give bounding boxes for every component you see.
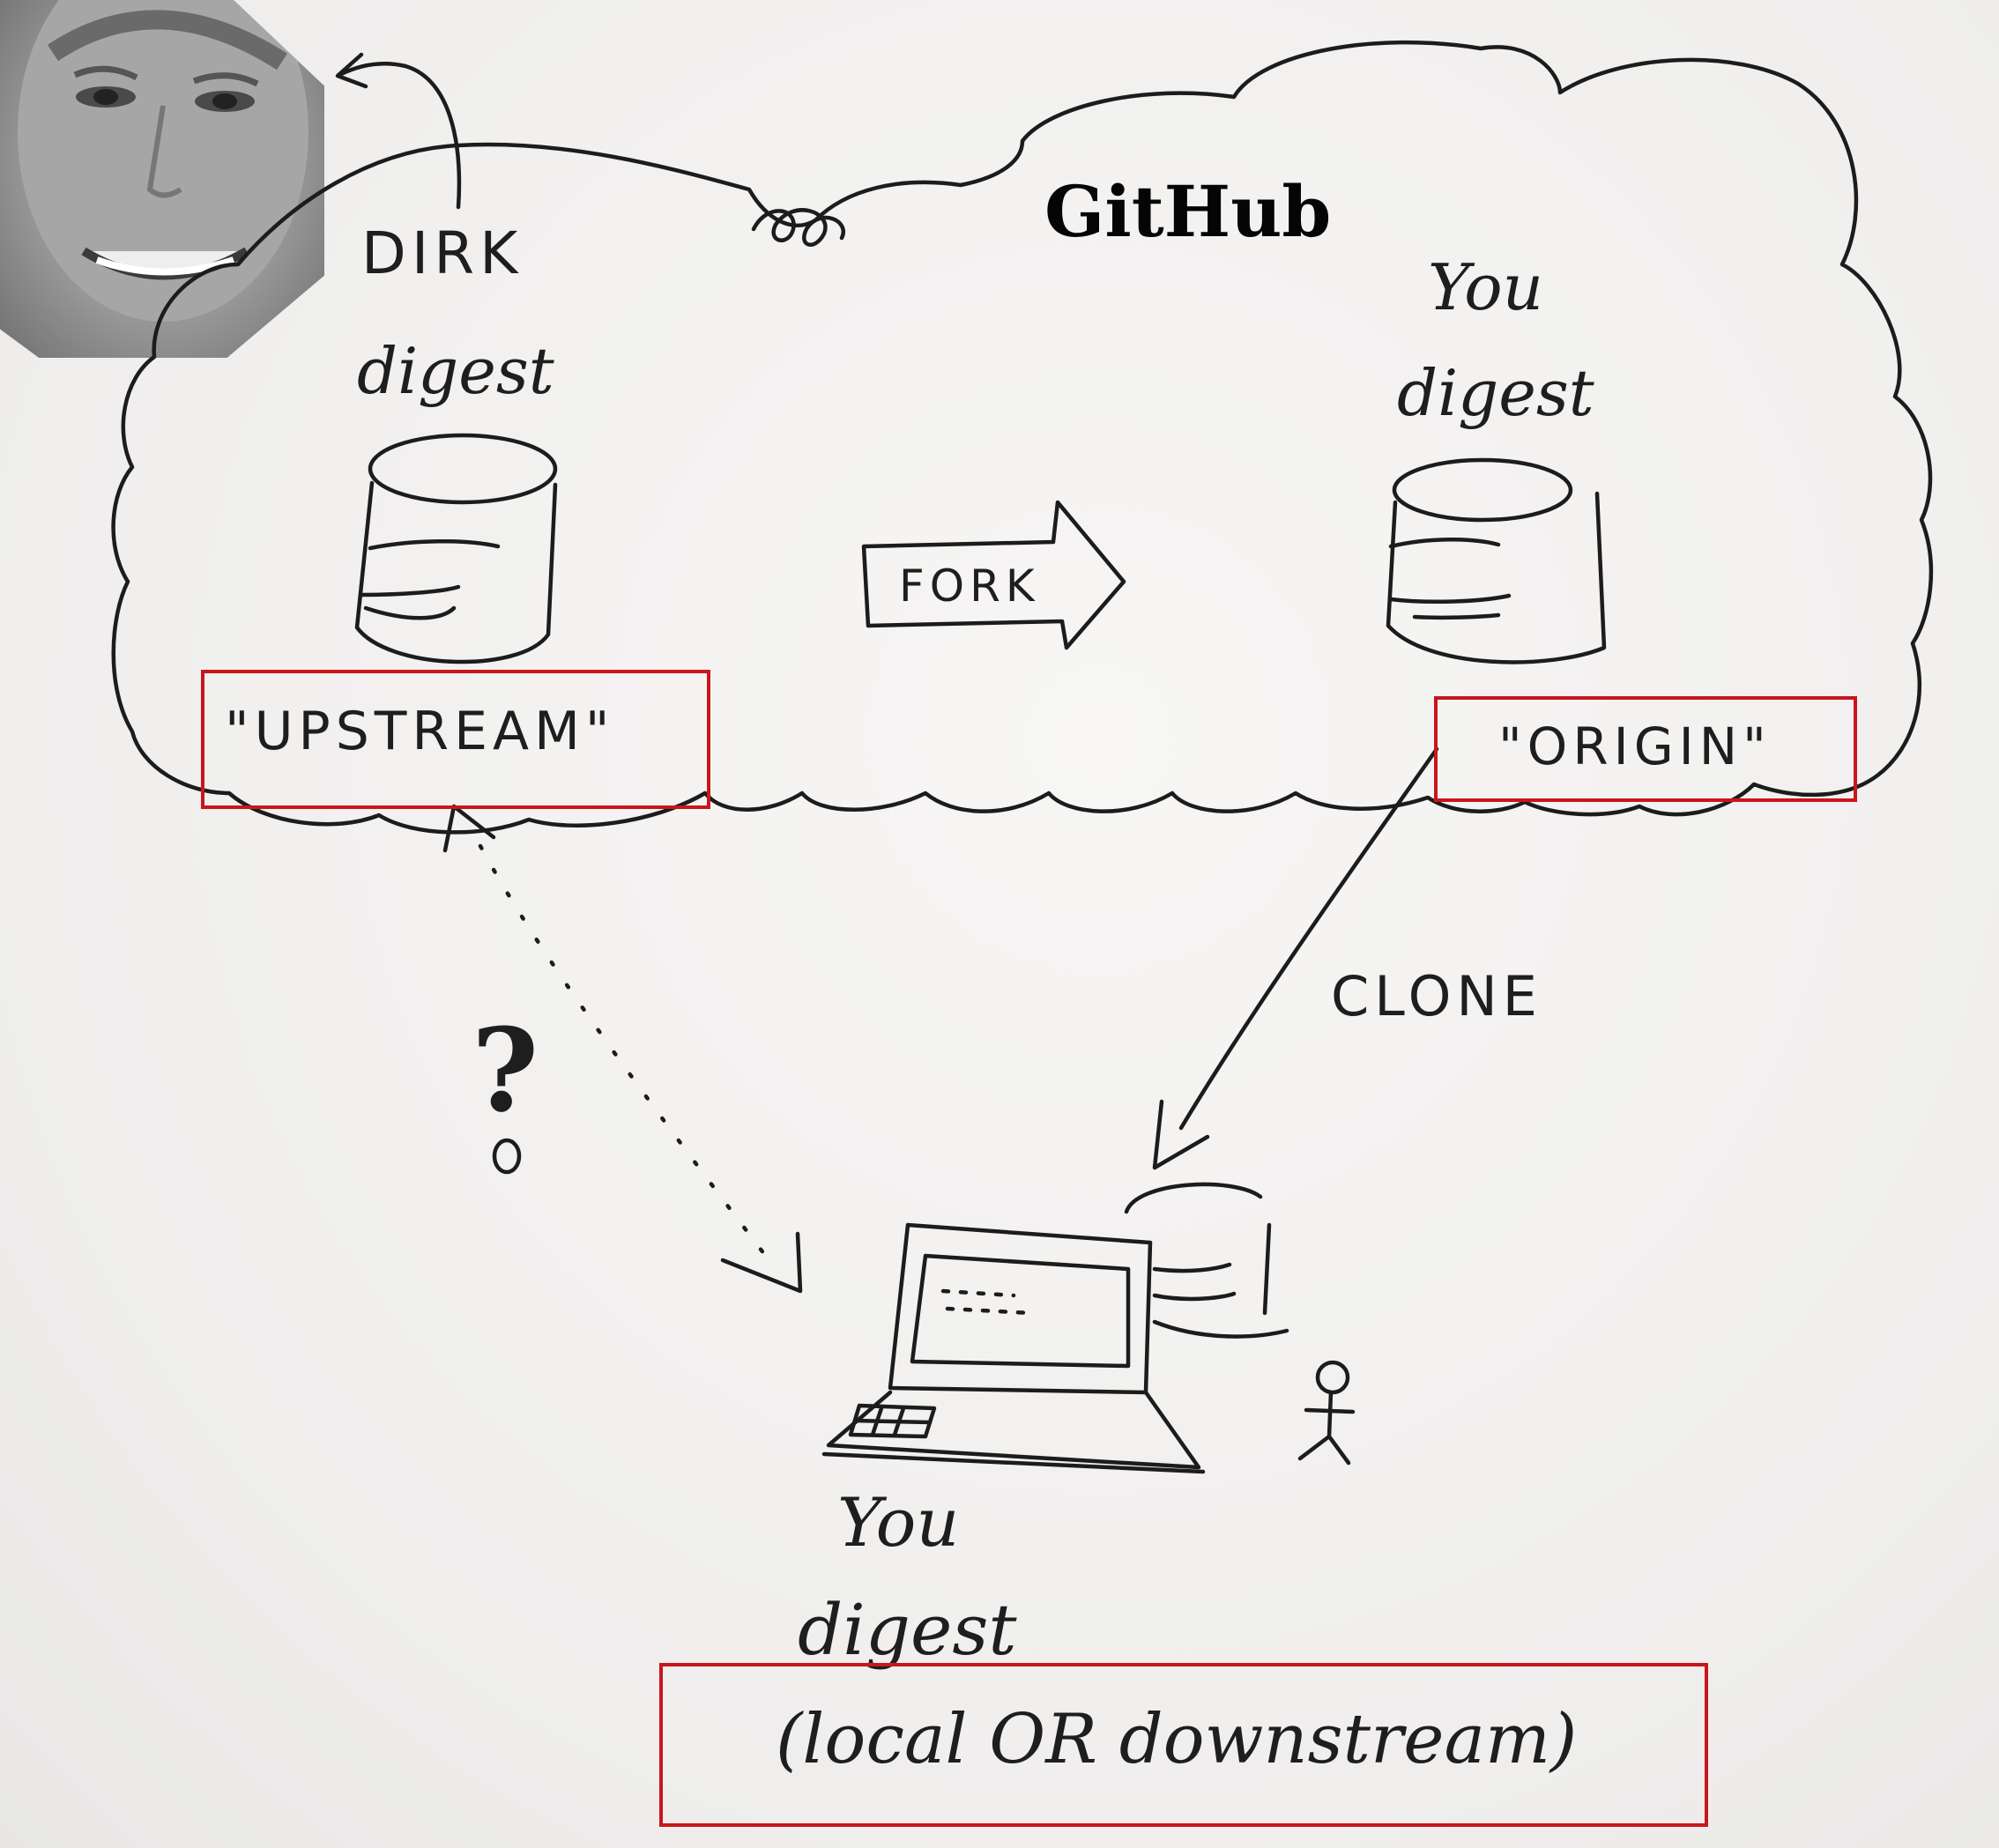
laptop-icon — [821, 1222, 1206, 1474]
github-title: GitHub — [1044, 170, 1332, 253]
local-remote-label: (local OR downstream) — [776, 1700, 1578, 1779]
face-illustration — [18, 0, 308, 322]
clone-arrow — [1178, 746, 1439, 1131]
cloud-squiggle — [751, 208, 845, 247]
upstream-highlight-box — [201, 670, 710, 809]
dirk-profile-arrowhead-icon — [335, 52, 368, 89]
unknown-link-question-mark: ? — [472, 1003, 539, 1138]
origin-owner-label: You — [1428, 250, 1543, 324]
dirk-portrait-photo — [0, 0, 324, 358]
origin-remote-label: "ORIGIN" — [1498, 716, 1772, 776]
fork-arrow-icon — [861, 500, 1126, 650]
origin-repo-name: digest — [1397, 356, 1594, 430]
local-owner-label: You — [837, 1483, 960, 1562]
upstream-bottom-arrowhead-icon — [442, 804, 496, 853]
fork-action-label: FORK — [899, 560, 1040, 612]
upstream-repo-name: digest — [357, 334, 554, 408]
dirk-profile-arrow — [337, 62, 462, 210]
local-highlight-box — [659, 1663, 1708, 1827]
local-repo-name: digest — [798, 1589, 1017, 1671]
origin-highlight-box — [1434, 696, 1857, 802]
clone-action-label: CLONE — [1331, 964, 1542, 1028]
local-arrowhead-icon — [720, 1231, 803, 1294]
origin-database-icon — [1386, 457, 1607, 664]
unknown-link-dotted-arrow — [478, 843, 778, 1272]
local-database-icon — [1124, 1182, 1289, 1339]
question-dot-icon — [492, 1138, 522, 1175]
upstream-database-icon — [354, 433, 558, 664]
upstream-remote-label: "UPSTREAM" — [225, 701, 615, 762]
user-stick-figure-icon — [1297, 1360, 1356, 1466]
github-cloud-outline — [111, 40, 1934, 835]
clone-arrowhead-icon — [1152, 1099, 1210, 1170]
upstream-owner-label: Dirk — [361, 219, 524, 287]
